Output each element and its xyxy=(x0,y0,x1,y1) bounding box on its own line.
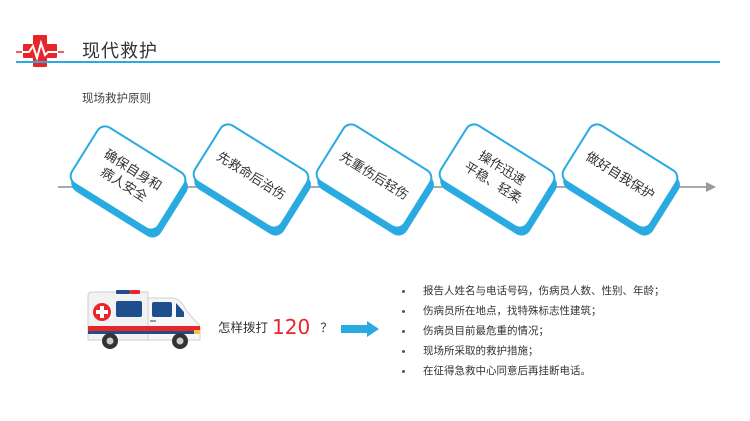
list-item: 报告人姓名与电话号码，伤病员人数、性别、年龄； xyxy=(402,281,665,301)
bullet-icon xyxy=(402,310,405,313)
bullet-icon xyxy=(402,350,405,353)
list-item: 现场所采取的救护措施； xyxy=(402,341,665,361)
principle-label: 做好自我保护 xyxy=(582,148,658,204)
ambulance-icon xyxy=(87,290,201,349)
timeline-arrow-icon xyxy=(706,182,716,192)
principle-label: 操作迅速 平稳、轻柔 xyxy=(460,148,528,207)
principle-label: 先救命后治伤 xyxy=(213,148,289,204)
bullet-icon xyxy=(402,290,405,293)
principle-card: 先重伤后轻伤 xyxy=(311,119,438,240)
call-prefix: 怎样拨打 xyxy=(218,320,269,335)
list-item: 在征得急救中心同意后再挂断电话。 xyxy=(402,361,665,381)
list-item: 伤病员所在地点，找特殊标志性建筑； xyxy=(402,301,665,321)
list-item: 伤病员目前最危重的情况； xyxy=(402,321,665,341)
page-title: 现代救护 xyxy=(82,41,158,62)
title-divider xyxy=(16,61,720,63)
principle-card: 确保自身和 病人安全 xyxy=(65,121,192,242)
principle-label: 确保自身和 病人安全 xyxy=(97,147,165,206)
emergency-number: 120 xyxy=(272,315,311,339)
bullet-icon xyxy=(402,370,405,373)
principle-label: 先重伤后轻伤 xyxy=(336,148,412,204)
principle-card: 做好自我保护 xyxy=(557,119,684,240)
medical-cross-icon xyxy=(16,35,64,67)
principle-card: 先救命后治伤 xyxy=(188,119,315,240)
principle-card: 操作迅速 平稳、轻柔 xyxy=(434,119,561,240)
call-suffix: ？ xyxy=(320,320,333,335)
arrow-right-icon xyxy=(341,321,379,337)
section-subtitle: 现场救护原则 xyxy=(82,91,151,105)
call-tips-list: 报告人姓名与电话号码，伤病员人数、性别、年龄； 伤病员所在地点，找特殊标志性建筑… xyxy=(402,281,665,381)
bullet-icon xyxy=(402,330,405,333)
